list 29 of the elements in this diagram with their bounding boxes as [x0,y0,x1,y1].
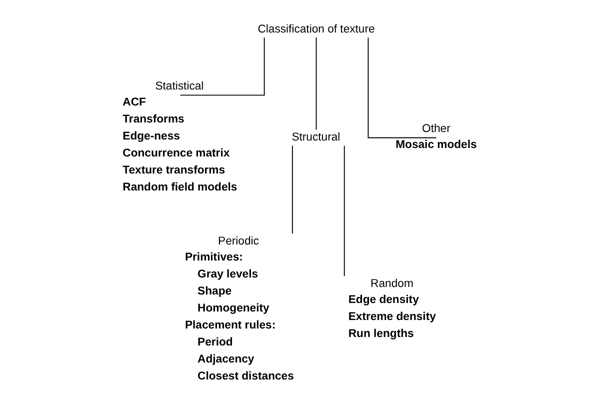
node-text: Classification of texture [257,24,374,36]
node-label: Edge density [348,294,418,306]
node-label: Edge-ness [122,130,180,143]
node-label: Random field models [122,182,237,194]
node-label: Concurrence matrix [122,148,230,160]
node-label: Run lengths [348,328,414,340]
node-label: Closest distances [197,370,294,383]
node-label: Texture transforms [122,164,225,177]
node-text: Periodic [218,236,258,248]
connector [315,37,316,130]
node-label: Shape [197,286,232,298]
connector [179,37,264,96]
node-label: Extreme density [348,311,436,324]
node-label: Placement rules: [184,320,276,332]
node-text: Other [422,123,450,136]
node-label: ACF [122,96,146,109]
node-text: Random [370,278,413,290]
node-label: Gray levels [197,268,258,281]
node-text: Structural [291,132,340,144]
connector [343,145,344,277]
node-label: Homogeneity [197,302,269,315]
node-label: Period [197,336,232,349]
node-label: Transforms [122,114,184,126]
node-label: Mosaic models [395,139,476,152]
node-text: Statistical [154,80,204,93]
connector [291,145,292,234]
node-label: Primitives: [184,252,242,264]
connector [367,37,436,138]
node-label: Adjacency [197,354,254,366]
